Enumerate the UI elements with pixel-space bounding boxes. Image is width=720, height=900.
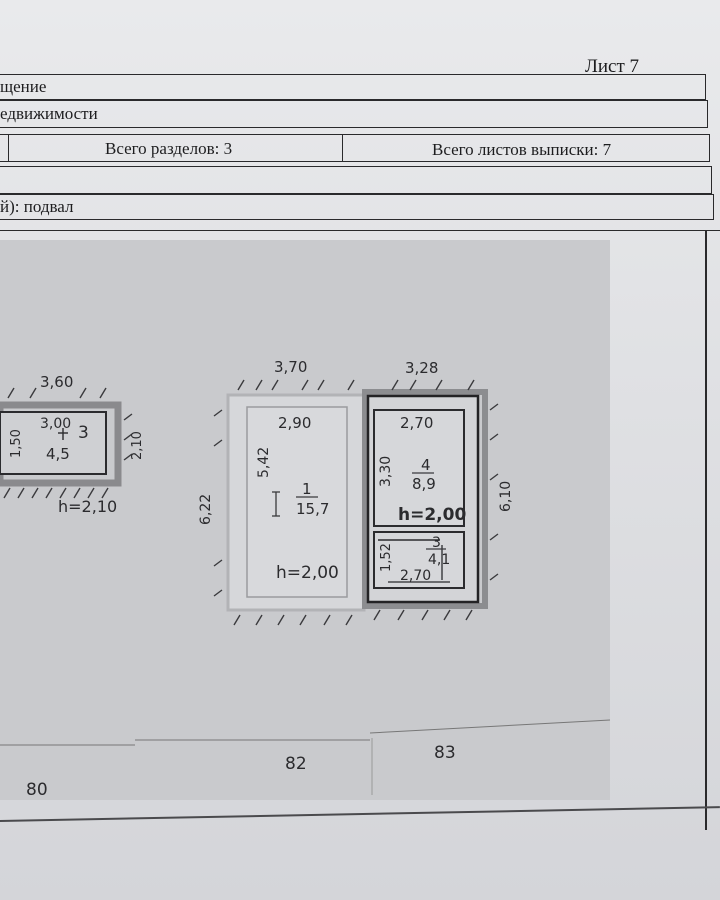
left-room-height: h=2,10 bbox=[58, 497, 117, 516]
sheets-total: Всего листов выписки: 7 bbox=[432, 140, 612, 159]
room4-number: 4 bbox=[421, 456, 431, 474]
header-row-empty bbox=[0, 166, 712, 194]
header-row-2-text: едвижимости bbox=[0, 104, 98, 123]
header-row-1-text: щение bbox=[0, 77, 47, 96]
cell-divider bbox=[8, 135, 9, 161]
middle-room-area: 15,7 bbox=[296, 500, 329, 518]
right-block-top-width: 3,28 bbox=[405, 359, 438, 377]
plot-number: 82 bbox=[285, 754, 307, 774]
left-room-area: 4,5 bbox=[46, 445, 70, 463]
header-row-floor: й): подвал bbox=[0, 194, 714, 220]
header-row-totals: Всего разделов: 3 Всего листов выписки: … bbox=[0, 134, 710, 162]
sections-total: Всего разделов: 3 bbox=[105, 139, 233, 158]
floor-label: й): подвал bbox=[0, 197, 74, 216]
right-block-outer-depth: 6,10 bbox=[498, 481, 514, 512]
plot-number: 80 bbox=[26, 780, 48, 800]
left-room-number: 3 bbox=[78, 423, 89, 443]
left-room-inner-width: 3,00 bbox=[40, 416, 71, 432]
middle-room-inner-width: 2,90 bbox=[278, 414, 311, 432]
cell-divider bbox=[342, 135, 343, 161]
room3-width: 2,70 bbox=[400, 568, 431, 584]
right-block-height: h=2,00 bbox=[398, 505, 466, 525]
header-row-2: едвижимости bbox=[0, 100, 708, 128]
room3-area: 4,1 bbox=[428, 552, 450, 568]
middle-room-outer-depth: 6,22 bbox=[198, 494, 214, 525]
plot-boundary bbox=[369, 719, 611, 734]
middle-room bbox=[213, 379, 366, 626]
plot-number: 83 bbox=[434, 743, 456, 763]
plan-frame bbox=[0, 230, 720, 851]
right-block bbox=[362, 379, 499, 621]
left-room bbox=[0, 387, 133, 499]
room4-area: 8,9 bbox=[412, 475, 436, 493]
left-room-outer-width: 3,60 bbox=[40, 373, 73, 391]
middle-room-number: 1 bbox=[302, 480, 312, 498]
header-row-1: щение bbox=[0, 74, 706, 100]
room4-depth: 3,30 bbox=[378, 456, 394, 487]
room4-width: 2,70 bbox=[400, 414, 433, 432]
sheet-number: Лист 7 bbox=[585, 56, 640, 77]
room3-depth: 1,52 bbox=[379, 543, 394, 572]
middle-room-inner-depth: 5,42 bbox=[256, 447, 272, 478]
room3-number: 3 bbox=[432, 535, 441, 551]
middle-room-top-width: 3,70 bbox=[274, 358, 307, 376]
middle-room-height: h=2,00 bbox=[276, 563, 339, 583]
plan-frame-edge bbox=[705, 230, 707, 830]
left-room-depth: 1,50 bbox=[9, 429, 24, 458]
left-room-side: 2,10 bbox=[130, 431, 145, 460]
